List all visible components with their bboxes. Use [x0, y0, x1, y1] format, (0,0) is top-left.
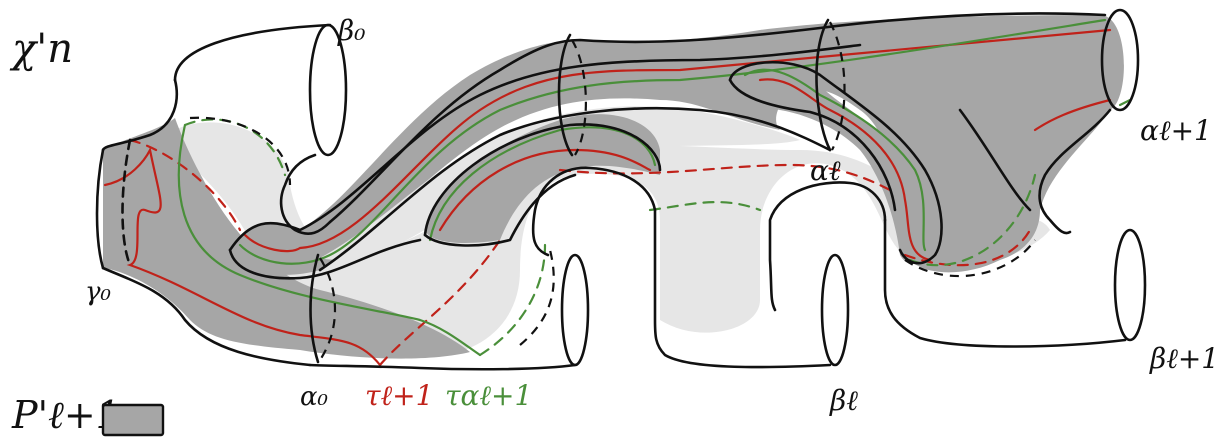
label-beta-l1: βℓ+1 — [1149, 342, 1218, 375]
label-tau-alpha-l1: ταℓ+1 — [445, 379, 532, 412]
title-chi-n: χ'n — [9, 26, 73, 72]
label-tau-l1: τℓ+1 — [365, 379, 433, 412]
region-p-l1 — [103, 118, 470, 359]
region-p-l1-band — [230, 15, 1124, 275]
legend-swatch — [101, 403, 165, 437]
legend: P'ℓ+1 : — [11, 393, 165, 437]
curve-tau-l1 — [103, 28, 1112, 367]
label-alpha-l1: αℓ+1 — [1140, 114, 1212, 147]
label-alpha-l: αℓ — [810, 154, 841, 187]
label-alpha0: α₀ — [300, 382, 329, 412]
curve-tau-alpha-l1 — [177, 18, 1132, 357]
band-inner-light — [320, 106, 800, 260]
label-beta0: β₀ — [337, 14, 365, 47]
region-p-l1-lobe — [425, 114, 660, 243]
back-cuffs — [189, 21, 1036, 361]
label-beta-l: βℓ — [829, 384, 858, 417]
surface-outline — [95, 8, 1147, 371]
surface-back-region — [175, 122, 1050, 356]
label-gamma0: γ₀ — [85, 277, 112, 307]
